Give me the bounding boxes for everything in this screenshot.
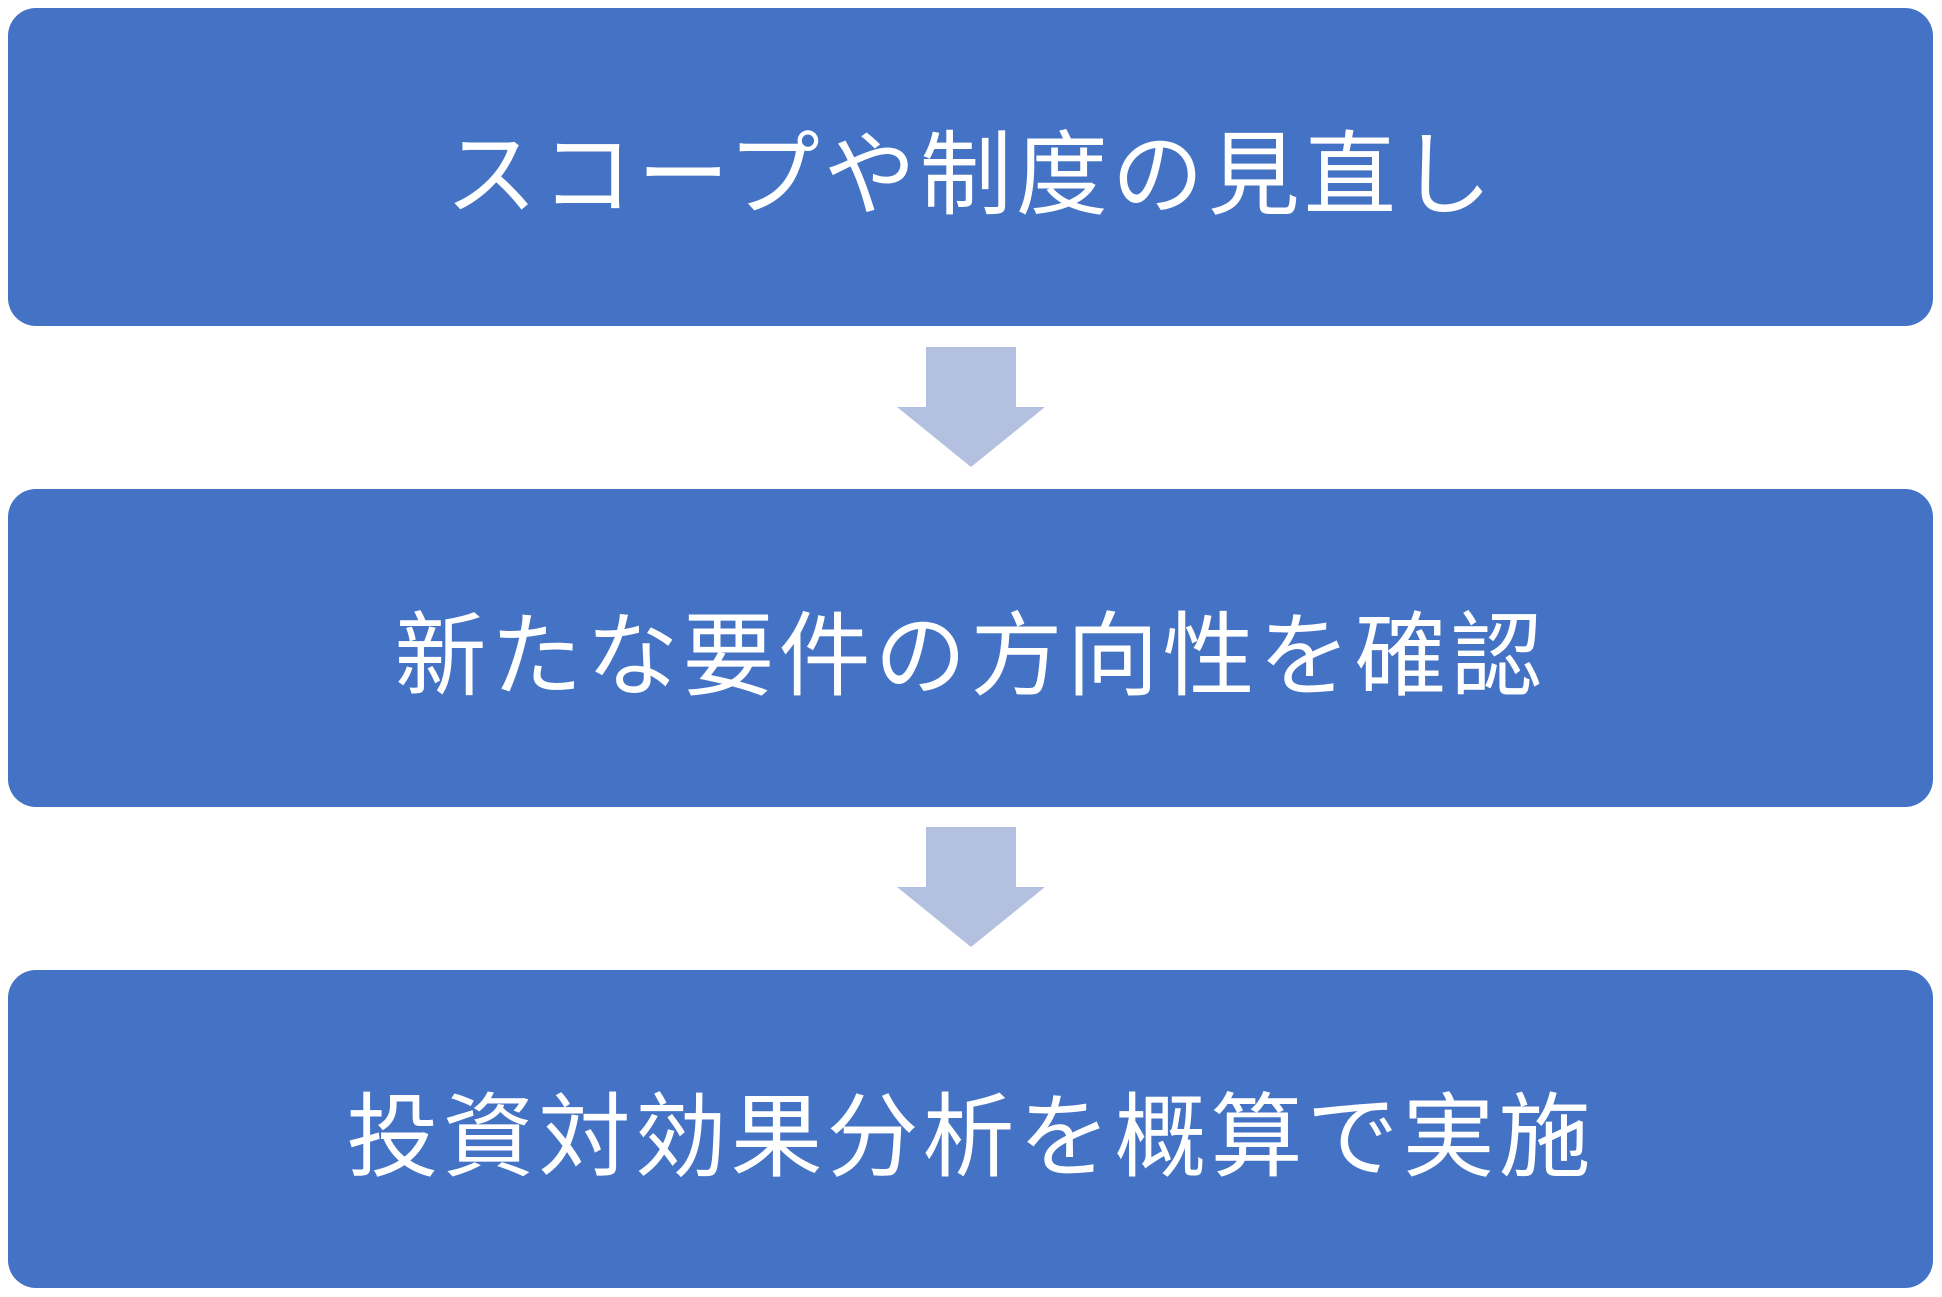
flow-step-2-label: 新たな要件の方向性を確認 — [394, 602, 1547, 710]
flow-step-3: 投資対効果分析を概算で実施 — [8, 970, 1933, 1288]
flow-step-2: 新たな要件の方向性を確認 — [8, 489, 1933, 807]
down-arrow-icon — [897, 827, 1045, 947]
down-arrow-icon — [897, 347, 1045, 467]
flow-step-3-label: 投資対効果分析を概算で実施 — [346, 1083, 1595, 1191]
flow-step-1-label: スコープや制度の見直し — [445, 121, 1496, 229]
flow-step-1: スコープや制度の見直し — [8, 8, 1933, 326]
